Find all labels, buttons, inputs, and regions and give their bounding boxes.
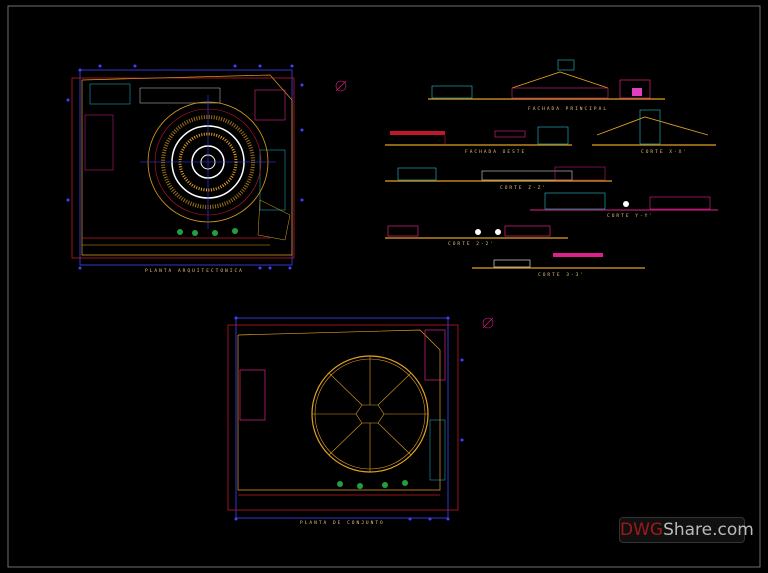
watermark-logo: DWGShare.com	[619, 517, 754, 543]
plan-site-label: PLANTA DE CONJUNTO	[300, 520, 385, 526]
north-arrow-icon	[482, 317, 494, 329]
sheet-frame	[7, 5, 761, 568]
facade-oeste: FACHADA OESTE	[385, 126, 572, 155]
watermark-part1: DWG	[620, 520, 664, 540]
site-plan: PLANTA DE CONJUNTO	[227, 316, 464, 526]
facade-main-label: FACHADA PRINCIPAL	[528, 106, 608, 112]
north-arrow-icon	[335, 80, 347, 92]
section-xx: CORTE X-X'	[592, 109, 716, 155]
watermark-part2: Share.com	[663, 520, 754, 540]
section-zz: CORTE Z-Z'	[385, 166, 612, 191]
section-xx-label: CORTE X-X'	[641, 149, 688, 155]
section-yy-label: CORTE Y-Y'	[607, 213, 654, 219]
architectural-plan: PLANTA ARQUITECTONICA	[66, 64, 304, 274]
section-zz-label: CORTE Z-Z'	[500, 185, 547, 191]
section-22-label: CORTE 2-2'	[448, 241, 495, 247]
section-33-label: CORTE 3-3'	[538, 272, 585, 278]
section-yy: CORTE Y-Y'	[530, 192, 718, 219]
facade-west-label: FACHADA OESTE	[465, 149, 526, 155]
plan-architectural-label: PLANTA ARQUITECTONICA	[145, 268, 244, 274]
facade-principal: FACHADA PRINCIPAL	[428, 59, 665, 112]
section-22: CORTE 2-2'	[385, 225, 568, 247]
section-33: CORTE 3-3'	[472, 253, 645, 278]
